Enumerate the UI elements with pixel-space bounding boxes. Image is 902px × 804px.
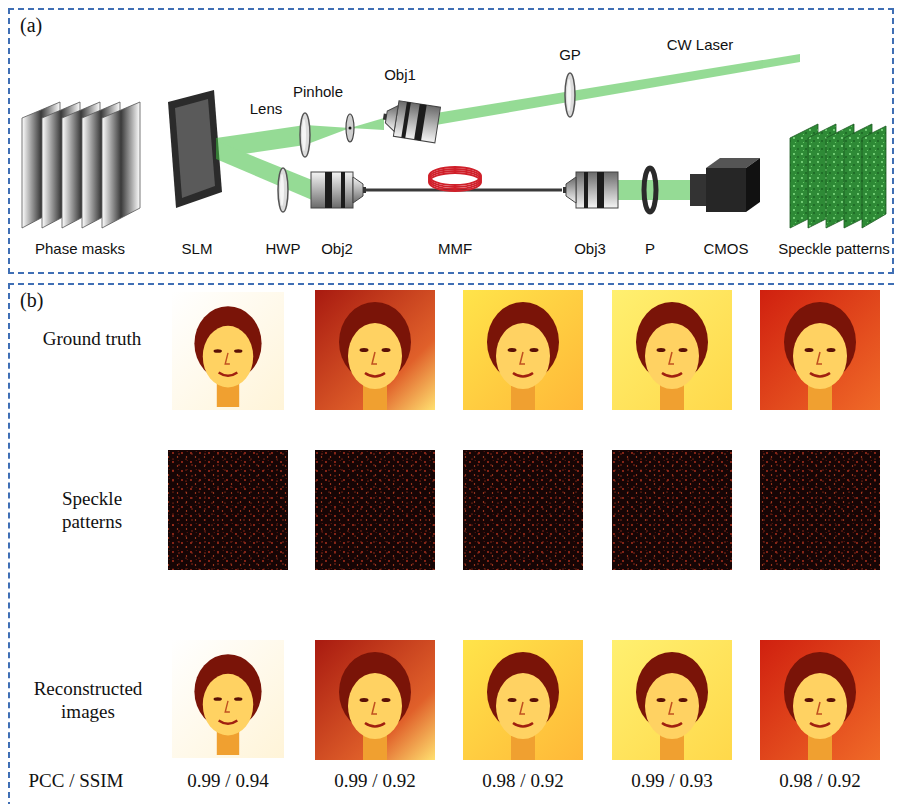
component-label: CMOS bbox=[691, 240, 761, 258]
metric-value: 0.99 / 0.92 bbox=[310, 770, 440, 793]
component-label: HWP bbox=[258, 240, 308, 258]
component-label: SLM bbox=[167, 240, 227, 258]
row-label: Reconstructed images bbox=[13, 678, 163, 724]
row-label: Ground truth bbox=[37, 328, 147, 351]
component-label: P bbox=[635, 240, 665, 258]
metric-value: 0.98 / 0.92 bbox=[755, 770, 885, 793]
component-label: GP bbox=[540, 46, 600, 64]
metric-value: 0.99 / 0.93 bbox=[607, 770, 737, 793]
metric-value: 0.99 / 0.94 bbox=[163, 770, 293, 793]
panel-frame: (b) bbox=[8, 283, 894, 804]
component-label: Obj3 bbox=[560, 240, 620, 258]
metric-heading: PCC / SSIM bbox=[11, 770, 141, 793]
component-label: Pinhole bbox=[286, 83, 350, 101]
panel-letter: (b) bbox=[10, 285, 894, 312]
component-label: Phase masks bbox=[20, 240, 140, 258]
component-label: CW Laser bbox=[650, 36, 750, 54]
panel-letter: (a) bbox=[10, 10, 892, 37]
component-label: Obj1 bbox=[370, 66, 430, 84]
panel-frame: (a) bbox=[8, 8, 894, 274]
component-label: Speckle patterns bbox=[776, 240, 892, 258]
component-label: Obj2 bbox=[312, 240, 362, 258]
component-label: MMF bbox=[425, 240, 485, 258]
row-label: Speckle patterns bbox=[37, 488, 147, 534]
metric-value: 0.98 / 0.92 bbox=[458, 770, 588, 793]
component-label: Lens bbox=[241, 100, 291, 118]
